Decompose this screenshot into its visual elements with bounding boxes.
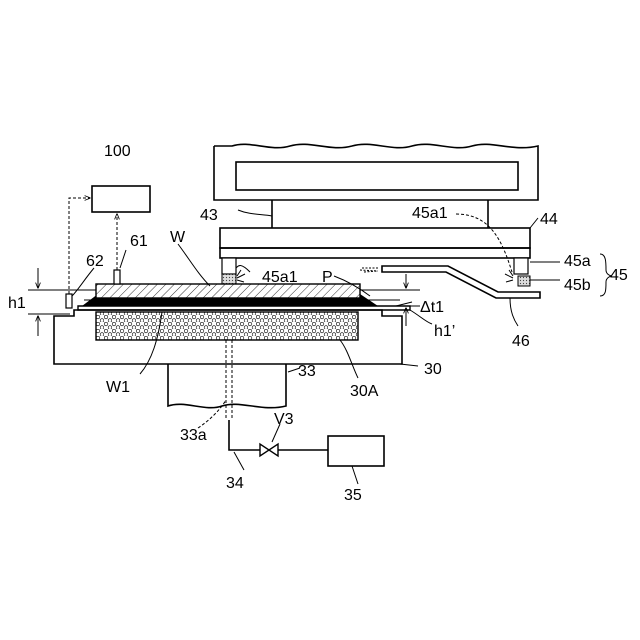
label-30a: 30A bbox=[350, 383, 379, 400]
label-w: W bbox=[170, 229, 186, 246]
label-43: 43 bbox=[200, 207, 218, 224]
nozzle-arm bbox=[360, 266, 540, 298]
label-61: 61 bbox=[130, 233, 148, 250]
label-34: 34 bbox=[226, 475, 244, 492]
label-h1: h1 bbox=[8, 295, 26, 312]
label-p: P bbox=[322, 269, 333, 286]
head-frame bbox=[214, 144, 538, 228]
label-45: 45 bbox=[610, 267, 628, 284]
label-45a1-top: 45a1 bbox=[412, 205, 448, 222]
label-33a: 33a bbox=[180, 427, 207, 444]
wafer bbox=[78, 284, 410, 310]
label-30: 30 bbox=[424, 361, 442, 378]
label-45a: 45a bbox=[564, 253, 591, 270]
label-v3: V3 bbox=[274, 411, 294, 428]
label-35: 35 bbox=[344, 487, 362, 504]
label-w1: W1 bbox=[106, 379, 130, 396]
label-h1-prime: h1’ bbox=[434, 323, 455, 340]
label-45a1: 45a1 bbox=[262, 269, 298, 286]
suction-line bbox=[229, 420, 384, 466]
label-46: 46 bbox=[512, 333, 530, 350]
leader-lines bbox=[72, 210, 560, 484]
label-44: 44 bbox=[540, 211, 558, 228]
shaft bbox=[168, 364, 286, 408]
label-100: 100 bbox=[104, 143, 131, 160]
label-delta-t1: Δt1 bbox=[420, 299, 444, 316]
label-62: 62 bbox=[86, 253, 104, 270]
chuck-table bbox=[54, 310, 402, 420]
label-33: 33 bbox=[298, 363, 316, 380]
label-45b: 45b bbox=[564, 277, 591, 294]
